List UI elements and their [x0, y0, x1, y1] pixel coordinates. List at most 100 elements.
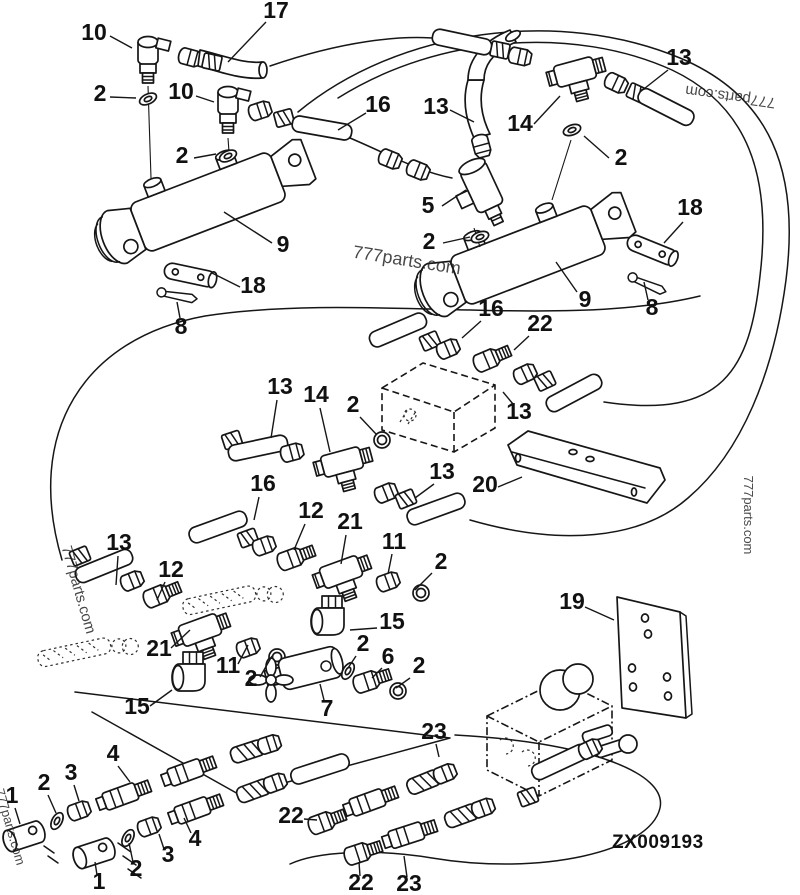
callout-14: 14: [303, 381, 329, 407]
ghost-box: [381, 362, 496, 453]
callout-leader: [449, 109, 475, 123]
callout-14: 14: [507, 110, 533, 136]
callout-leader: [319, 407, 331, 453]
callout-10: 10: [168, 78, 194, 104]
callout-leader: [115, 555, 119, 586]
hose-nut: [245, 98, 274, 123]
callout-leader: [497, 476, 523, 488]
callout-leader: [442, 236, 471, 244]
callout-5: 5: [422, 192, 435, 218]
washer-2: [118, 826, 138, 850]
hose-nut: [601, 70, 631, 96]
callout-leader: [414, 572, 433, 591]
callout-leader: [461, 320, 482, 339]
callout-leader: [73, 784, 80, 802]
o-ring-2: [373, 431, 391, 449]
callout-15: 15: [379, 608, 405, 634]
ghost-parts: [35, 362, 638, 797]
hose-13: [464, 79, 491, 139]
watermark: 777parts.com: [352, 242, 463, 279]
callout-2: 2: [423, 228, 436, 254]
callout-leader: [414, 483, 435, 499]
callout-leader: [340, 534, 347, 565]
callout-13: 13: [106, 529, 132, 555]
watermark: 777parts.com: [684, 82, 776, 111]
hose-crimp: [488, 39, 512, 61]
callout-1: 1: [93, 868, 106, 894]
hatch-marks: [43, 842, 142, 879]
callout-leader: [349, 627, 378, 631]
callout-23: 23: [421, 718, 447, 744]
callout-9: 9: [277, 231, 290, 257]
callout-12: 12: [298, 497, 324, 523]
hose-16: [290, 114, 354, 142]
callout-leader: [555, 261, 578, 293]
hose-nut: [510, 361, 540, 387]
callout-23: 23: [396, 870, 422, 895]
callout-13: 13: [429, 458, 455, 484]
hose-fitting-23: [405, 762, 458, 796]
callout-leader: [319, 683, 325, 701]
hose-nut: [506, 45, 534, 68]
callout-18: 18: [240, 272, 266, 298]
callout-7: 7: [321, 695, 334, 721]
adapter-4: [93, 776, 154, 814]
ghost-screw: [399, 408, 417, 425]
bracket-20: [507, 430, 666, 504]
callout-leader: [259, 655, 273, 678]
callout-leader: [128, 842, 134, 863]
nut-3: [134, 814, 164, 839]
callout-2: 2: [245, 665, 258, 691]
pin-18: [162, 260, 219, 290]
adapter-4: [165, 790, 226, 828]
callout-2: 2: [38, 769, 51, 795]
callout-leader: [195, 95, 215, 103]
callout-leader: [193, 153, 217, 159]
callout-13: 13: [506, 398, 532, 424]
elbow-fitting-15: [310, 595, 345, 636]
hose: [288, 751, 352, 787]
callout-leader: [371, 667, 383, 679]
callout-leader: [94, 861, 98, 876]
callout-20: 20: [472, 471, 498, 497]
nut-3: [64, 798, 94, 823]
callout-leader: [211, 272, 241, 288]
connector-1: [69, 835, 119, 872]
callout-leader: [109, 96, 137, 99]
callout-leader: [149, 689, 173, 707]
callout-16: 16: [478, 295, 504, 321]
hose-loops: [49, 30, 790, 865]
callout-leader: [395, 677, 411, 689]
pin-18: [624, 231, 681, 269]
callout-17: 17: [263, 0, 289, 23]
callout-13: 13: [267, 373, 293, 399]
callout-19: 19: [559, 588, 585, 614]
callout-2: 2: [615, 144, 628, 170]
hose-nut: [403, 157, 433, 183]
washer-2: [560, 121, 584, 139]
callout-8: 8: [175, 313, 188, 339]
adapter-23: [340, 782, 401, 820]
tee-fitting-5: [455, 157, 505, 227]
callout-2: 2: [176, 142, 189, 168]
callout-11: 11: [216, 652, 241, 678]
callout-leader: [227, 21, 267, 63]
callout-2: 2: [130, 855, 143, 881]
o-ring-2: [412, 584, 430, 602]
drawing-number: ZX009193: [612, 832, 704, 853]
hose-fitting: [235, 772, 288, 804]
callout-leader: [441, 189, 467, 207]
callout-leader: [156, 581, 166, 601]
callout-6: 6: [382, 643, 395, 669]
watermark: 777parts.com: [741, 476, 756, 555]
washer-2: [136, 89, 160, 109]
callout-2: 2: [435, 548, 448, 574]
callout-15: 15: [124, 693, 150, 719]
elbow-fitting-15: [171, 651, 206, 692]
callout-leader: [170, 629, 191, 649]
callout-1: 1: [6, 782, 19, 808]
hose-nut: [117, 568, 147, 594]
adapter-23: [379, 816, 440, 852]
callout-leader: [337, 112, 367, 131]
bottom-fitting-rows: [0, 733, 605, 879]
